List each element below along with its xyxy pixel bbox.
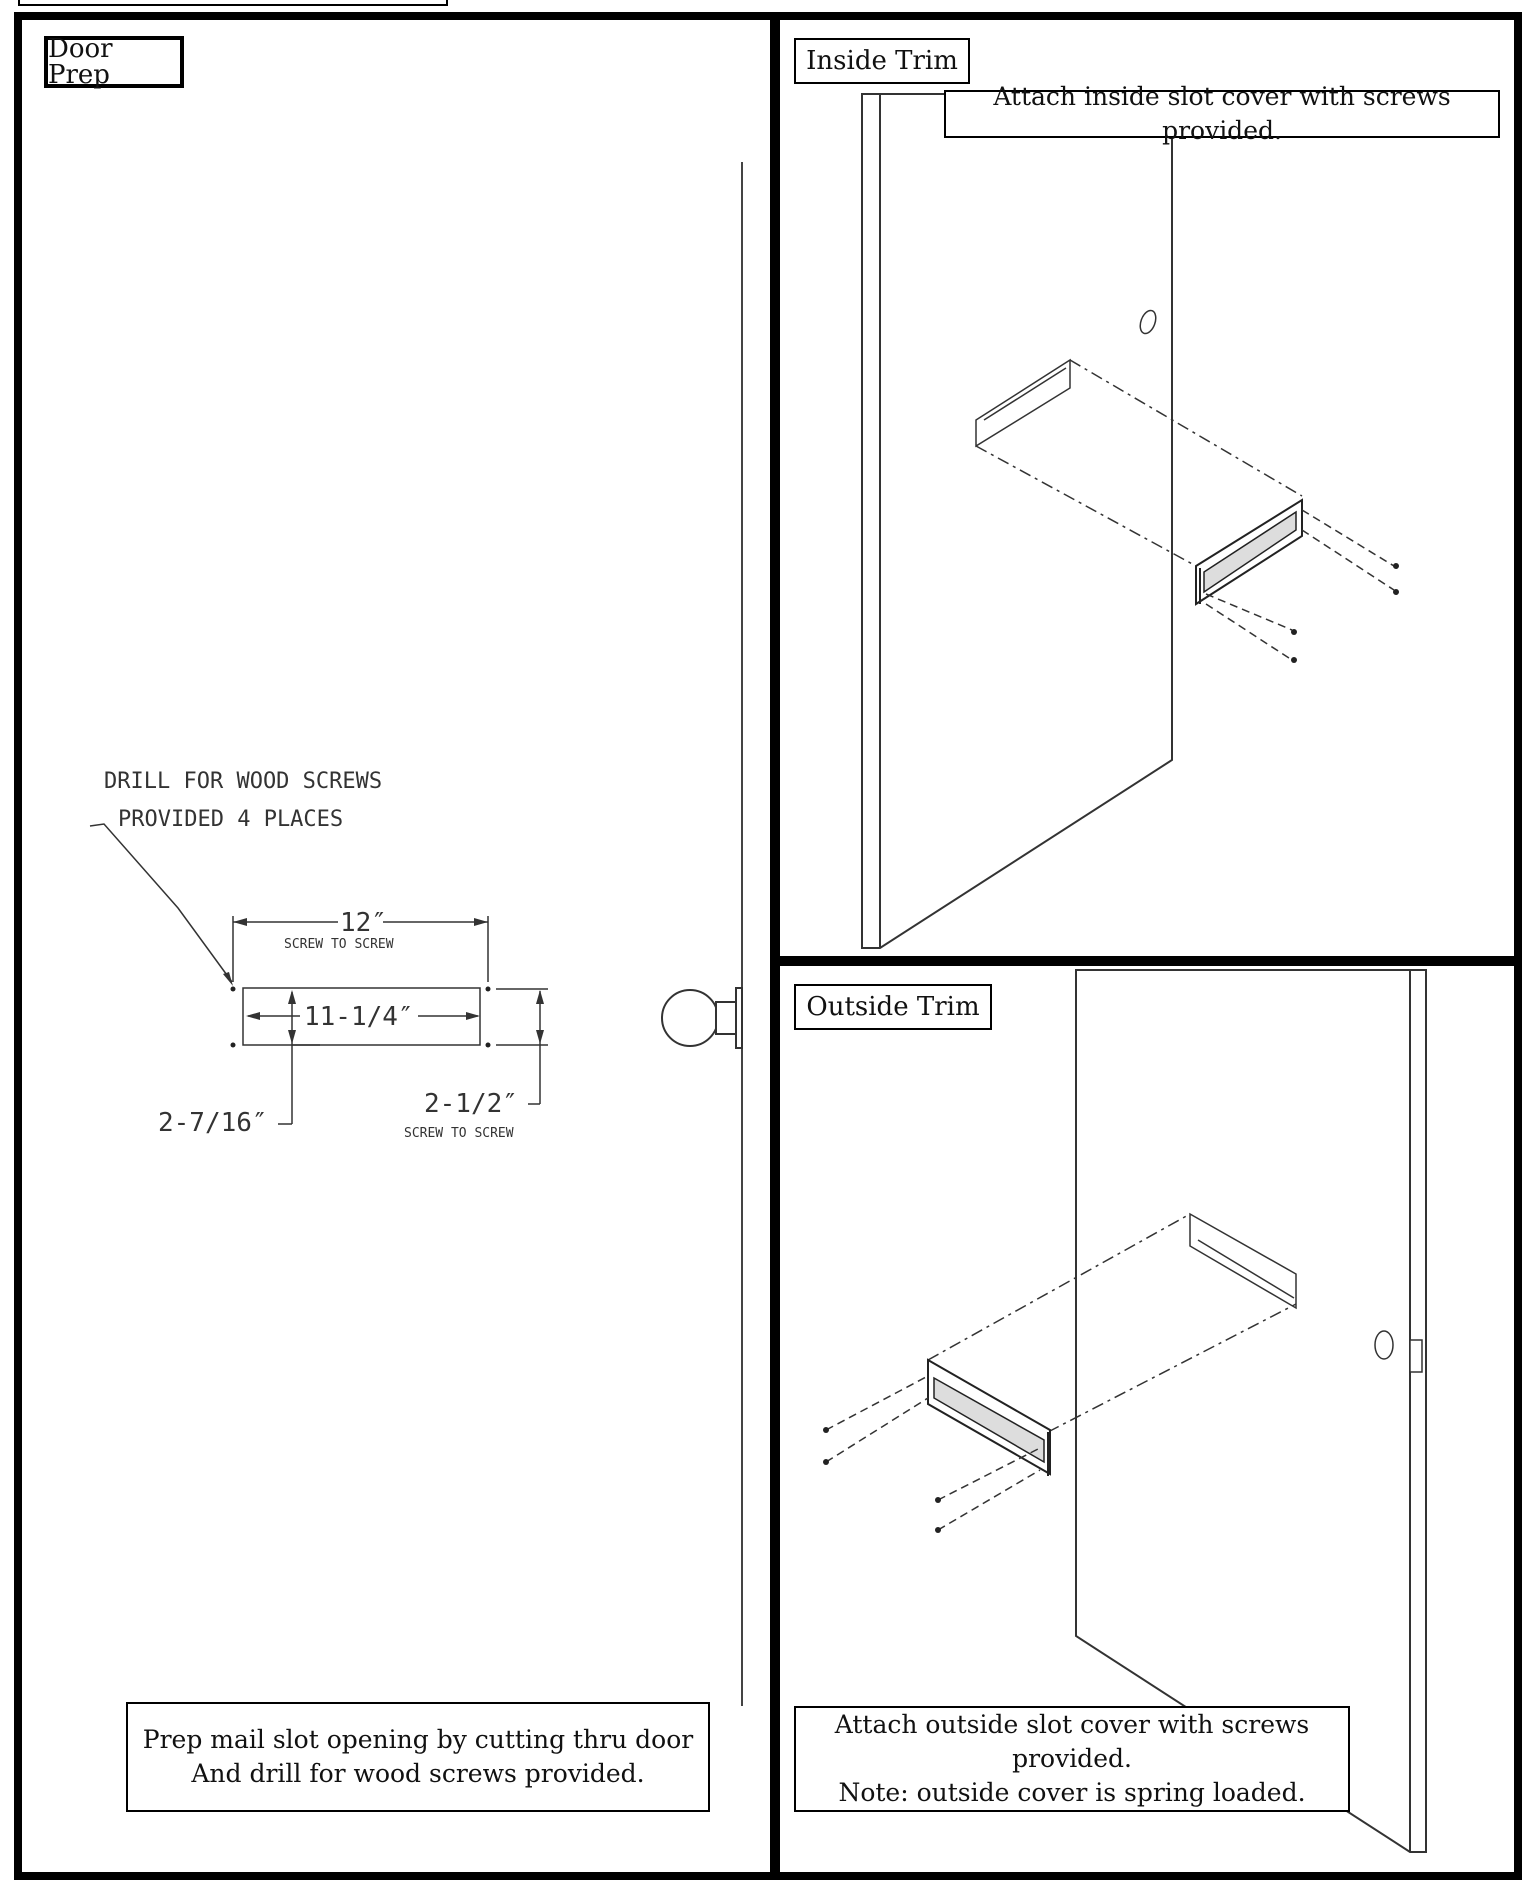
inside-trim-title: Inside Trim	[794, 38, 970, 84]
door-prep-note-line-1: Prep mail slot opening by cutting thru d…	[142, 1725, 694, 1754]
dim-2-7-16-value: 2-7/16″	[158, 1108, 268, 1138]
drill-callout-line-1: DRILL FOR WOOD SCREWS	[104, 769, 382, 794]
dim-11-1-4-value: 11-1/4″	[304, 1002, 414, 1032]
header-remnant-box	[18, 0, 448, 6]
inside-knob-hole	[1139, 309, 1157, 335]
door-prep-note: Prep mail slot opening by cutting thru d…	[126, 1702, 710, 1812]
door-prep-note-line-2: And drill for wood screws provided.	[191, 1759, 645, 1788]
knob-rose	[735, 987, 743, 1049]
dim-12-value: 12″	[340, 908, 387, 938]
inside-screws	[1205, 509, 1395, 661]
dim-12-label: SCREW TO SCREW	[284, 937, 394, 952]
outside-screws	[825, 1375, 1041, 1531]
inside-slot-outline	[975, 358, 1071, 448]
slot-opening	[242, 987, 481, 1046]
inside-trim-note: Attach inside slot cover with screws pro…	[944, 82, 1500, 145]
latch-plate	[1409, 1339, 1423, 1373]
screw-holes	[230, 986, 491, 1048]
drill-leader	[89, 823, 233, 983]
outside-trim-title: Outside Trim	[794, 984, 992, 1030]
outside-trim-note-line-2: Note: outside cover is spring loaded.	[838, 1778, 1306, 1807]
dim-2-1-2-value: 2-1/2″	[424, 1089, 518, 1119]
panel-divider-vertical	[770, 12, 780, 1880]
outside-trim-note-line-1: Attach outside slot cover with screws pr…	[834, 1710, 1310, 1773]
outside-knob-hole	[1374, 1330, 1394, 1360]
door-prep-title: Door Prep	[44, 36, 184, 88]
panel-divider-horizontal	[775, 956, 1522, 966]
inside-trim-note-text: Attach inside slot cover with screws pro…	[993, 82, 1451, 145]
outside-slot-outline	[1189, 1212, 1297, 1310]
outside-trim-note: Attach outside slot cover with screws pr…	[794, 1706, 1350, 1812]
dim-2-1-2-label: SCREW TO SCREW	[404, 1126, 514, 1141]
drill-callout-line-2: PROVIDED 4 PLACES	[118, 807, 343, 832]
